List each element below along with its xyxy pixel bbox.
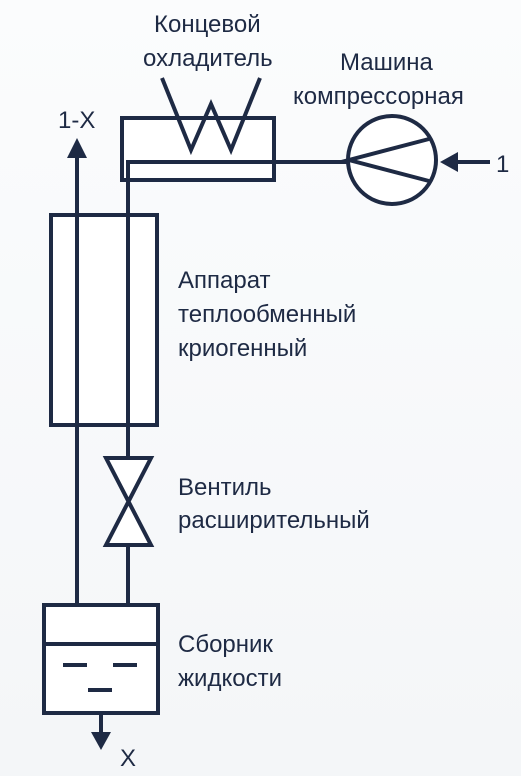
compressor-wedge [341,137,430,183]
expansion-valve [102,456,155,547]
aftercooler-box [120,116,276,182]
aftercooler-label-line1: Концевой [154,11,261,38]
compressor-label-line2: компрессорная [293,83,464,110]
heat-exchanger-box [49,213,159,427]
liquid-outlet-label: X [120,745,136,772]
compressor-symbol [346,114,438,206]
pipe-cooler-to-exchanger [126,160,274,215]
exchanger-label-line3: криогенный [178,335,307,362]
aftercooler-coil [160,77,262,156]
gas-outlet-label: 1-X [58,107,95,134]
liquid-outlet-arrowhead [91,732,111,750]
aftercooler-label-line2: охладитель [143,45,273,72]
exchanger-label-line1: Аппарат [178,267,271,294]
collector-label-line1: Сборник [178,631,273,658]
collector-label-line2: жидкости [178,665,282,692]
valve-label-line2: расширительный [178,507,370,534]
valve-label-line1: Вентиль [178,474,272,501]
gas-outlet-arrowhead [67,138,87,158]
inlet-arrowhead [440,152,458,172]
inlet-label: 1 [496,151,509,178]
liquid-collector-box [42,603,160,715]
exchanger-label-line2: теплообменный [178,301,356,328]
compressor-label-line1: Машина [340,49,434,76]
